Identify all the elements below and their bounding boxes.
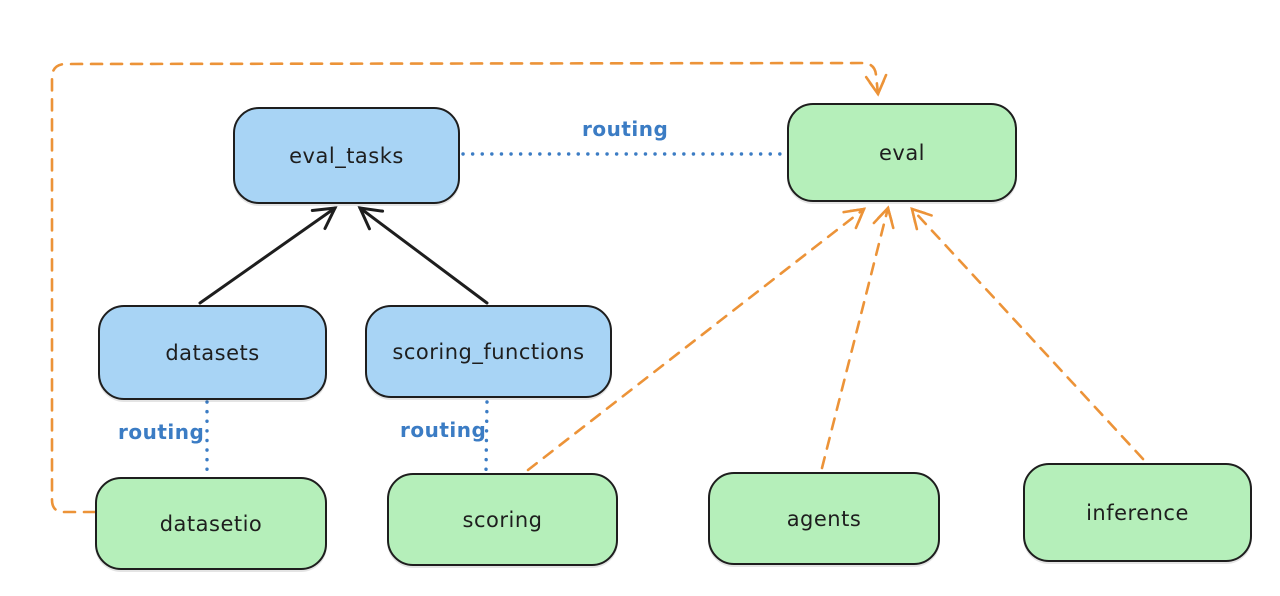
edge-inference-eval [910,207,1145,461]
node-scoring-label: scoring [462,507,543,532]
edge-datasets-evaltasks [198,206,338,305]
node-datasetio-label: datasetio [159,511,263,536]
node-inference-label: inference [1086,500,1189,525]
node-eval-label: eval [878,140,926,165]
node-datasets: datasets [98,305,327,400]
edge-scoring-eval [526,207,867,472]
node-scoring: scoring [387,473,618,566]
routing-label-evaltasks-eval: routing [582,117,669,141]
edge-agents-eval [820,205,895,470]
node-agents: agents [708,472,940,565]
node-datasetio: datasetio [95,477,327,570]
node-eval-tasks-label: eval_tasks [289,143,404,168]
edge-scoringfunctions-evaltasks [357,206,489,305]
node-eval: eval [787,103,1017,202]
edge-datasetio-eval [50,61,888,514]
node-inference: inference [1023,463,1252,562]
routing-label-datasets-datasetio: routing [118,420,205,444]
node-eval-tasks: eval_tasks [233,107,460,204]
node-scoring-functions-label: scoring_functions [392,339,585,364]
node-agents-label: agents [786,506,862,531]
edge-scoringfunctions-scoring-routing [484,400,489,472]
node-scoring-functions: scoring_functions [365,305,612,398]
node-datasets-label: datasets [165,340,260,365]
routing-label-scoringfunctions-scoring: routing [400,418,487,442]
